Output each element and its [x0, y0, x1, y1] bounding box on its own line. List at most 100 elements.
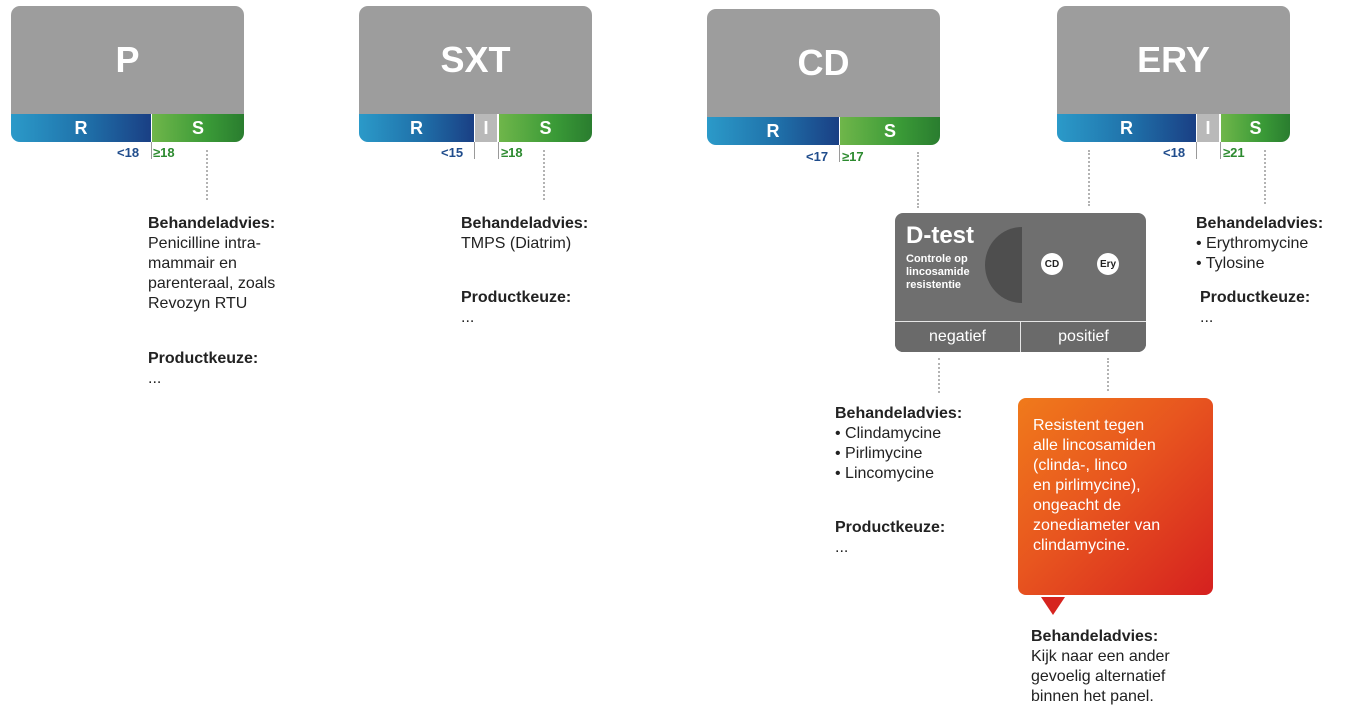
susceptible-segment: S [1220, 114, 1290, 142]
breakpoint-tick [151, 142, 152, 159]
resistant-segment: R [707, 117, 839, 145]
advice-line: gevoelig alternatief [1031, 668, 1166, 685]
warning-line: en pirlimycine), [1033, 477, 1141, 494]
advice-ery: Behandeladvies: Erythromycine Tylosine P… [1196, 214, 1346, 328]
d-test-header: D-test Controle op lincosamide resistent… [895, 213, 1146, 321]
card-sxt: SXT R I S [359, 6, 592, 142]
positive-option: positief [1021, 322, 1146, 352]
subtitle-line: resistentie [906, 279, 962, 291]
connector-dots [917, 152, 919, 208]
subtitle-line: Controle op [906, 253, 968, 265]
advice-line: parenteraal, zoals [148, 275, 276, 292]
product-value: ... [461, 309, 475, 326]
card-title: SXT [359, 6, 592, 114]
d-test-subtitle: Controle op lincosamide resistentie [906, 253, 1006, 292]
card-ery: ERY R I S [1057, 6, 1290, 142]
susceptible-threshold: ≥18 [153, 145, 175, 160]
list-item: Clindamycine [835, 424, 1005, 444]
product-value: ... [835, 539, 849, 556]
breakpoint-bar: R S [11, 114, 244, 142]
negative-option: negatief [895, 322, 1020, 352]
connector-dots [1088, 150, 1090, 206]
connector-dots [1264, 150, 1266, 204]
product-value: ... [1200, 309, 1214, 326]
intermediate-segment: I [1196, 114, 1220, 142]
list-item: Erythromycine [1196, 234, 1346, 254]
breakpoint-bar: R S [707, 117, 940, 145]
advice-line: mammair en [148, 255, 237, 272]
product-heading: Productkeuze: [835, 519, 946, 536]
warning-line: (clinda-, linco [1033, 457, 1128, 474]
advice-line: Penicilline intra- [148, 235, 261, 252]
card-title: P [11, 6, 244, 114]
advice-heading: Behandeladvies: [148, 215, 276, 232]
breakpoint-tick [1220, 142, 1221, 159]
resistant-segment: R [1057, 114, 1196, 142]
card-title: ERY [1057, 6, 1290, 114]
resistant-threshold: <18 [117, 145, 140, 160]
advice-negative: Behandeladvies: Clindamycine Pirlimycine… [835, 404, 1005, 558]
susceptible-threshold: ≥18 [501, 145, 523, 160]
advice-list: Clindamycine Pirlimycine Lincomycine [835, 424, 1005, 484]
advice-line: Kijk naar een ander [1031, 648, 1170, 665]
susceptible-threshold: ≥17 [842, 149, 864, 164]
d-test-box: D-test Controle op lincosamide resistent… [895, 213, 1146, 352]
advice-list: Erythromycine Tylosine [1196, 234, 1346, 274]
susceptible-segment: S [151, 114, 244, 142]
list-item: Pirlimycine [835, 444, 1005, 464]
product-heading: Productkeuze: [1200, 289, 1311, 306]
advice-line: Revozyn RTU [148, 295, 248, 312]
warning-pointer [1041, 597, 1065, 615]
d-zone-illustration [985, 227, 1022, 303]
connector-dots [1107, 358, 1109, 391]
warning-line: clindamycine. [1033, 537, 1130, 554]
product-value: ... [148, 370, 162, 387]
advice-heading: Behandeladvies: [835, 405, 963, 422]
advice-line: TMPS (Diatrim) [461, 235, 572, 252]
subtitle-line: lincosamide [906, 266, 970, 278]
advice-line: binnen het panel. [1031, 688, 1154, 705]
advice-p: Behandeladvies: Penicilline intra- mamma… [148, 214, 318, 389]
resistant-segment: R [359, 114, 474, 142]
susceptible-segment: S [498, 114, 592, 142]
connector-dots [543, 150, 545, 200]
warning-line: alle lincosamiden [1033, 437, 1156, 454]
d-test-divider [895, 321, 1146, 322]
advice-positive: Behandeladvies: Kijk naar een ander gevo… [1031, 627, 1231, 707]
product-heading: Productkeuze: [461, 289, 572, 306]
cd-disk: CD [1041, 253, 1063, 275]
warning-line: zonediameter van [1033, 517, 1161, 534]
connector-dots [938, 358, 940, 393]
warning-line: ongeacht de [1033, 497, 1122, 514]
susceptible-threshold: ≥21 [1223, 145, 1245, 160]
connector-dots [206, 150, 208, 200]
resistant-threshold: <17 [806, 149, 829, 164]
list-item: Lincomycine [835, 464, 1005, 484]
resistant-segment: R [11, 114, 151, 142]
breakpoint-tick [839, 145, 840, 162]
d-test-title: D-test [906, 222, 975, 249]
advice-sxt: Behandeladvies: TMPS (Diatrim) Productke… [461, 214, 641, 328]
card-cd: CD R S [707, 9, 940, 145]
breakpoint-tick [1196, 142, 1197, 159]
warning-line: Resistent tegen [1033, 417, 1145, 434]
d-shaped-zone [985, 227, 1022, 303]
advice-heading: Behandeladvies: [1031, 628, 1159, 645]
card-p: P R S [11, 6, 244, 142]
breakpoint-bar: R I S [359, 114, 592, 142]
option-divider [1020, 322, 1021, 352]
advice-heading: Behandeladvies: [1196, 215, 1324, 232]
resistant-threshold: <15 [441, 145, 464, 160]
ery-disk: Ery [1097, 253, 1119, 275]
product-heading: Productkeuze: [148, 350, 259, 367]
resistant-threshold: <18 [1163, 145, 1186, 160]
breakpoint-bar: R I S [1057, 114, 1290, 142]
card-title: CD [707, 9, 940, 117]
advice-heading: Behandeladvies: [461, 215, 589, 232]
resistance-warning: Resistent tegen alle lincosamiden (clind… [1018, 398, 1213, 595]
list-item: Tylosine [1196, 254, 1346, 274]
breakpoint-tick [474, 142, 475, 159]
breakpoint-tick [498, 142, 499, 159]
intermediate-segment: I [474, 114, 498, 142]
susceptible-segment: S [839, 117, 940, 145]
